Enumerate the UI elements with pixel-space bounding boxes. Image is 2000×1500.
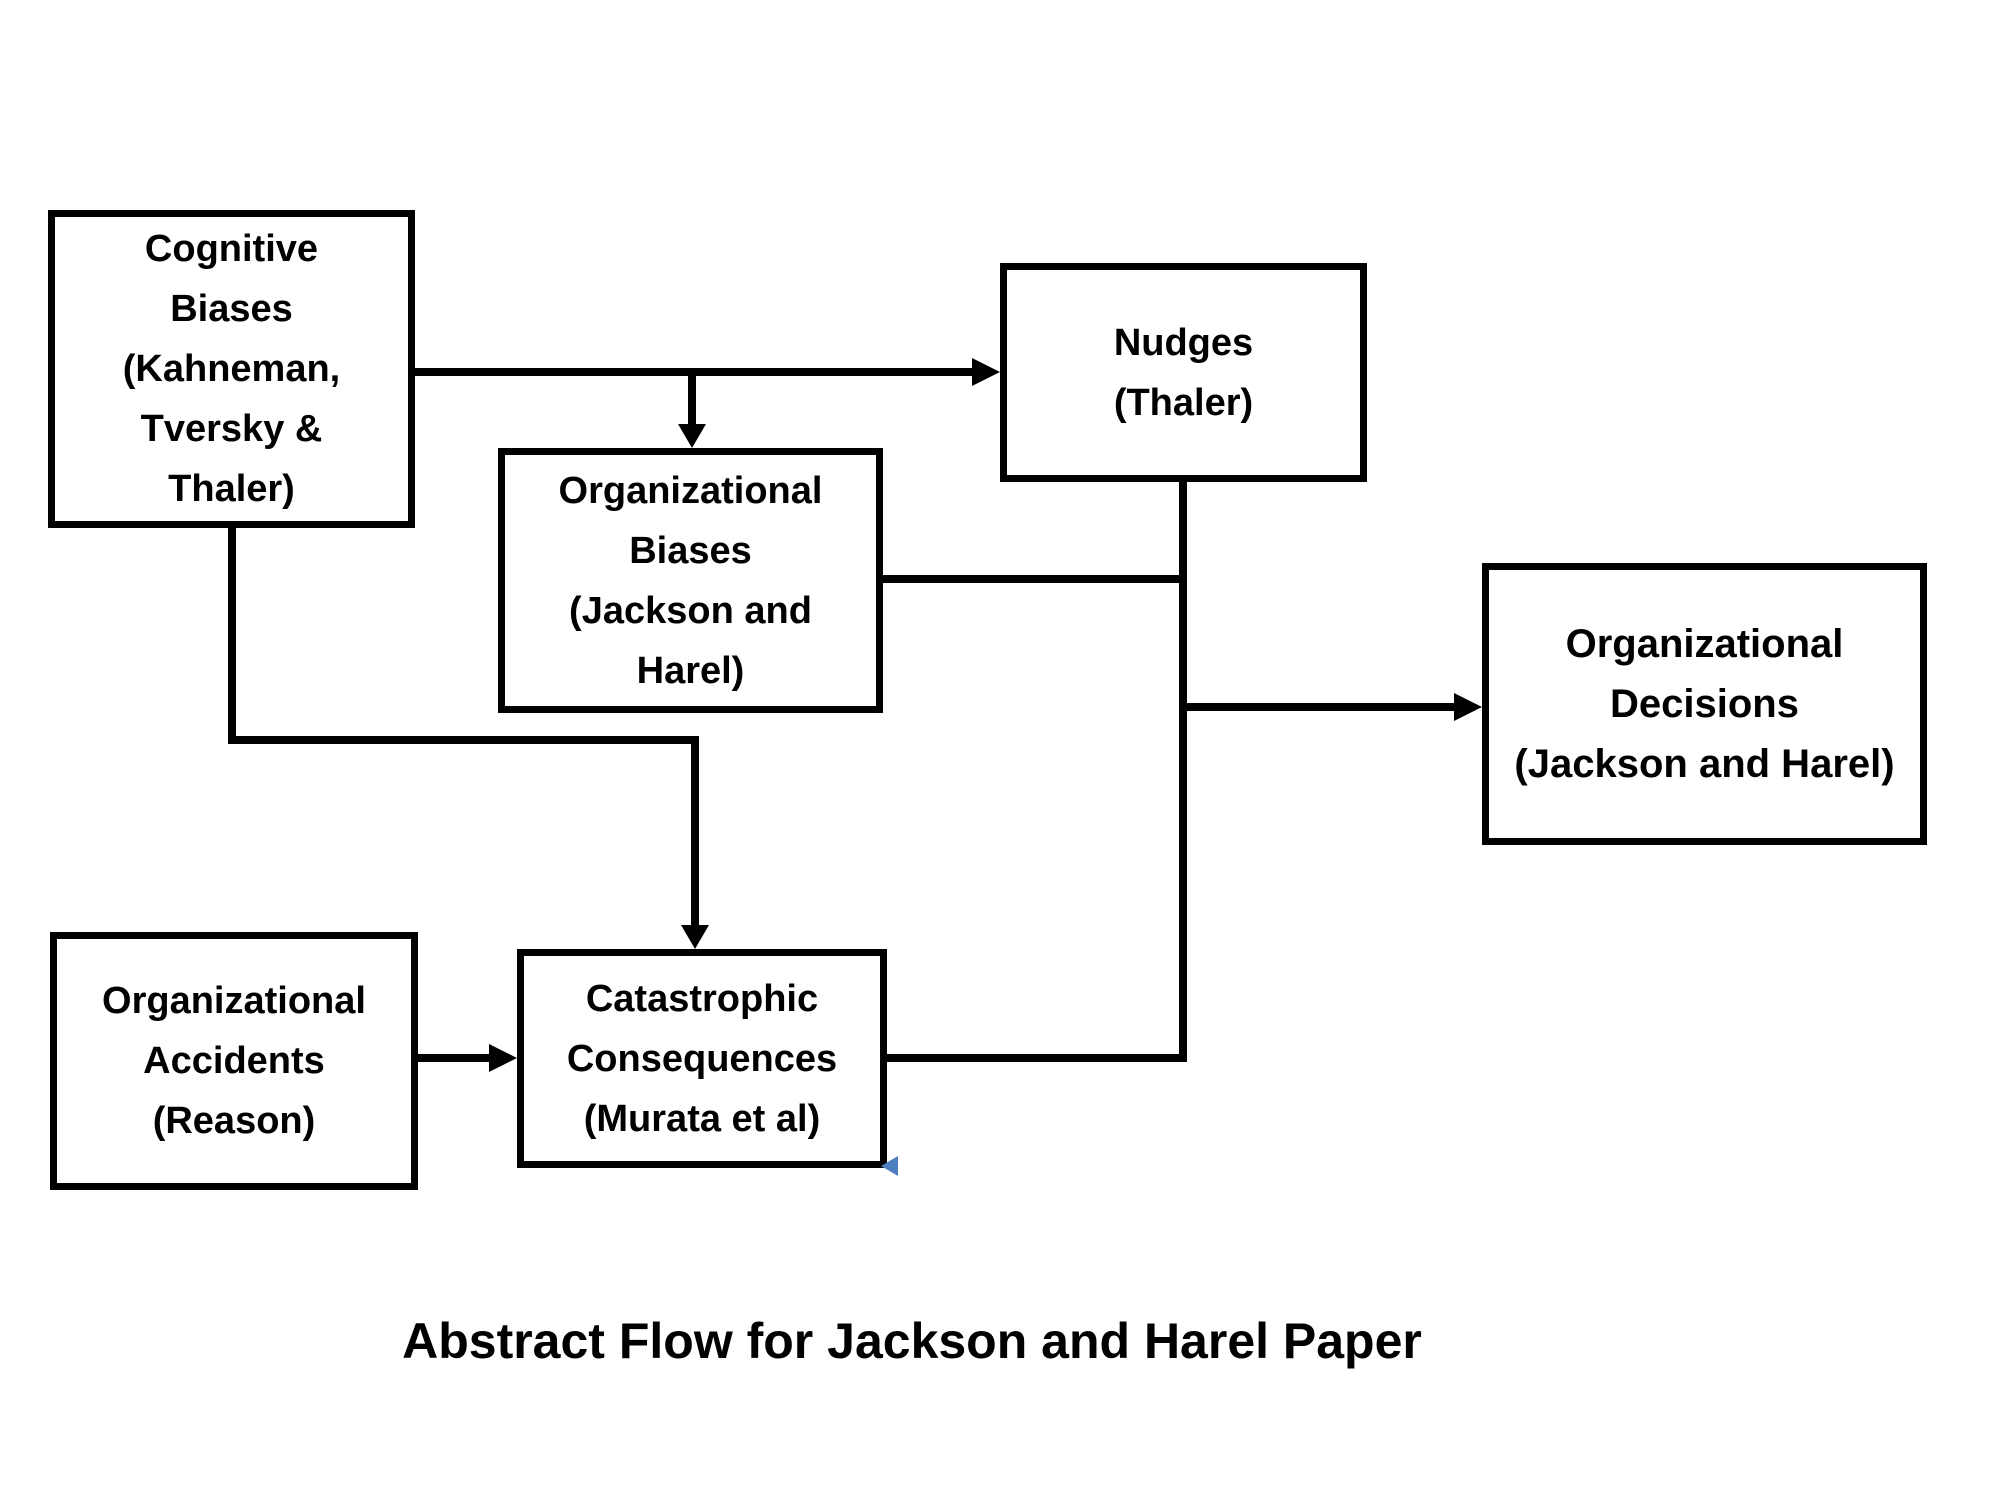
- arrowhead-right-into-catastrophic-icon: [489, 1044, 517, 1072]
- arrowhead-down-into-org-biases-icon: [678, 424, 706, 448]
- diagram-title: Abstract Flow for Jackson and Harel Pape…: [402, 1313, 1422, 1369]
- edge-cognitive-to-catastrophic-segment-across: [228, 736, 699, 744]
- node-cognitive-biases[interactable]: Cognitive Biases (Kahneman, Tversky & Th…: [48, 210, 415, 528]
- arrowhead-right-into-decisions-icon: [1454, 693, 1482, 721]
- edge-cognitive-to-catastrophic-segment-drop: [691, 736, 699, 927]
- edge-catastrophic-to-bus-line: [885, 1054, 1187, 1062]
- arrowhead-right-into-nudges-icon: [972, 358, 1000, 386]
- edge-bus-from-nudges-line: [1179, 479, 1187, 1062]
- edge-accidents-to-catastrophic-line: [416, 1054, 491, 1062]
- blue-selection-arrow-icon: [881, 1156, 898, 1176]
- node-organizational-decisions[interactable]: Organizational Decisions (Jackson and Ha…: [1482, 563, 1927, 845]
- edge-org-biases-to-bus-line: [881, 575, 1187, 583]
- edge-branch-to-org-biases-line: [688, 368, 696, 426]
- node-nudges[interactable]: Nudges (Thaler): [1000, 263, 1367, 482]
- edge-bus-to-decisions-line: [1183, 703, 1456, 711]
- node-organizational-accidents[interactable]: Organizational Accidents (Reason): [50, 932, 418, 1190]
- node-organizational-biases[interactable]: Organizational Biases (Jackson and Harel…: [498, 448, 883, 713]
- arrowhead-down-into-catastrophic-icon: [681, 925, 709, 949]
- edge-cognitive-to-catastrophic-segment-down: [228, 524, 236, 744]
- node-catastrophic-consequences[interactable]: Catastrophic Consequences (Murata et al): [517, 949, 887, 1168]
